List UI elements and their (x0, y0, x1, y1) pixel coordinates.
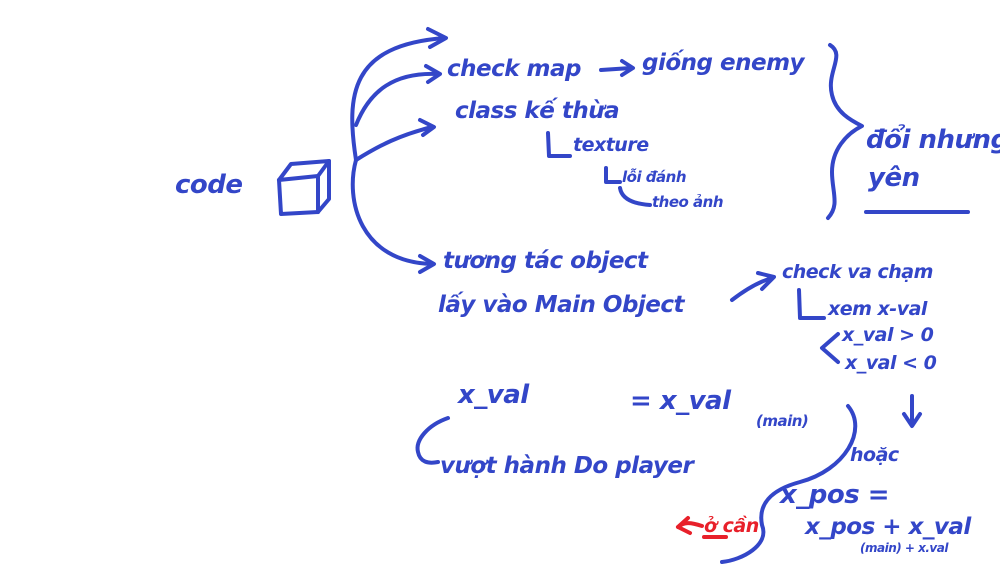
x-pos-plus-x-val-label: x_pos + x_val (805, 514, 971, 540)
curly-brace (826, 43, 864, 220)
tuong-tac-object-label: tương tác object (443, 248, 648, 274)
branch-arrows (350, 27, 448, 274)
main-paren-label: (main) (756, 412, 809, 430)
x-val-left-label: x_val (458, 380, 529, 410)
o-can-label: ở cần (704, 515, 759, 537)
loi-danh-label: lỗi đánh (622, 168, 687, 186)
texture-label: texture (573, 134, 649, 156)
x-val-lt-zero-label: x_val < 0 (845, 352, 937, 374)
check-va-cham-label: check va chạm (782, 261, 933, 283)
theo-anh-label: theo ảnh (652, 193, 724, 211)
eq-x-val-label: = x_val (630, 386, 731, 416)
l-connector (797, 288, 826, 320)
down-arrow (902, 394, 922, 428)
arrow-right-icon (599, 59, 635, 77)
long-curve (720, 404, 858, 564)
doi-nhung-label: đổi nhưng (866, 125, 1000, 155)
x-pos-eq-label: x_pos = (780, 480, 890, 510)
xem-x-val-label: xem x-val (828, 298, 927, 320)
red-arrow (676, 516, 728, 539)
main-plus-x-val-label: (main) + x.val (860, 541, 948, 555)
cube-icon (277, 159, 331, 216)
left-loop (415, 416, 450, 465)
code-label: code (175, 170, 243, 200)
vuot-hanh-do-player-label: vượt hành Do player (440, 453, 694, 479)
class-ke-thua-label: class kế thừa (455, 98, 620, 124)
arrow-to-collision (730, 271, 776, 302)
x-val-gt-zero-label: x_val > 0 (842, 324, 934, 346)
hoac-label: hoặc (850, 444, 899, 466)
case-bracket (820, 332, 840, 364)
yen-label: yên (868, 163, 920, 193)
check-map-label: check map (447, 56, 582, 82)
giong-enemy-label: giống enemy (642, 50, 805, 76)
lay-vao-main-object-label: lấy vào Main Object (438, 292, 685, 318)
texture-tree (546, 131, 652, 207)
